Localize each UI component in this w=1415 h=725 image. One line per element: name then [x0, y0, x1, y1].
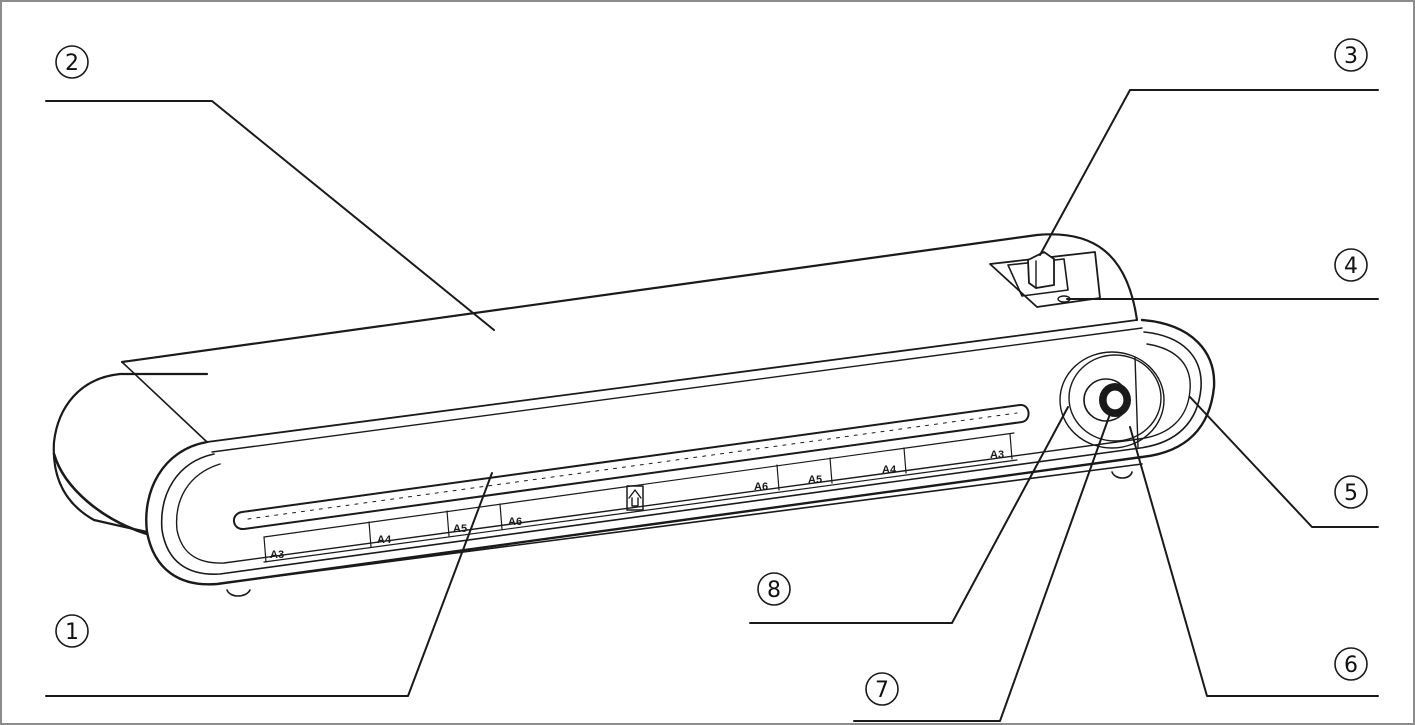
- callout-4-number: 4: [1344, 254, 1358, 279]
- callout-8-number: 8: [767, 578, 781, 603]
- knob-center: [1105, 389, 1125, 411]
- release-knob: [1059, 351, 1165, 449]
- callout-5: 5: [1334, 475, 1368, 509]
- front-face-inner: [160, 331, 1202, 575]
- guide-label-left-a6: A6: [508, 516, 522, 528]
- callout-1-number: 1: [65, 620, 79, 645]
- leader-line-5: [1189, 396, 1379, 528]
- leader-line-2: [45, 100, 495, 331]
- callout-6-number: 6: [1344, 653, 1358, 678]
- left-foot: [226, 589, 251, 597]
- top-cover-front-edge-2: [211, 327, 1143, 453]
- knob-housing: [1068, 354, 1162, 442]
- callout-1: 1: [55, 614, 89, 648]
- callout-7: 7: [865, 672, 899, 706]
- callout-6: 6: [1334, 647, 1368, 681]
- callout-3-number: 3: [1344, 44, 1358, 69]
- left-end-cap: [52, 372, 209, 534]
- paper-guide-strip: [263, 432, 1018, 563]
- front-face-outer: [145, 318, 1216, 586]
- power-switch: [989, 250, 1101, 308]
- left-cap-base-edge: [52, 452, 149, 536]
- guide-label-right-a6: A6: [754, 481, 768, 493]
- switch-lever: [1027, 250, 1055, 289]
- control-panel-divider: [1134, 356, 1139, 448]
- callout-5-number: 5: [1344, 481, 1358, 506]
- leader-line-7: [853, 413, 1111, 722]
- paper-slot: [233, 404, 1030, 530]
- callout-4: 4: [1334, 248, 1368, 282]
- callout-7-number: 7: [875, 678, 889, 703]
- center-arrow-icon: [626, 485, 644, 511]
- callout-2: 2: [55, 45, 89, 79]
- leader-line-6: [1129, 426, 1379, 697]
- guide-label-left-a4: A4: [377, 534, 392, 546]
- guide-label-left-a5: A5: [453, 523, 467, 535]
- callout-3: 3: [1334, 38, 1368, 72]
- slot-roller-line: [247, 412, 1018, 520]
- guide-label-right-a3: A3: [990, 449, 1004, 461]
- top-cover-outline: [120, 233, 1139, 364]
- guide-label-right-a4: A4: [882, 464, 897, 476]
- base-line: [216, 463, 1143, 585]
- leader-lines: [45, 89, 1379, 722]
- callout-8: 8: [757, 572, 791, 606]
- leader-line-8: [749, 406, 1069, 624]
- guide-label-right-a5: A5: [808, 474, 822, 486]
- knob-outer-recess: [1059, 351, 1165, 449]
- top-cover-front-edge: [206, 319, 1138, 443]
- guide-ticks: [263, 433, 1013, 563]
- laminator-body: A3 A4 A5 A6 A6 A5 A4 A3: [52, 233, 1216, 597]
- front-face-bezel: [175, 343, 1191, 564]
- callout-2-number: 2: [65, 51, 79, 76]
- right-foot: [1111, 471, 1133, 479]
- left-cap-seam: [121, 361, 208, 443]
- leader-line-1: [45, 472, 493, 697]
- leader-line-3: [1039, 89, 1379, 256]
- guide-label-left-a3: A3: [270, 549, 284, 561]
